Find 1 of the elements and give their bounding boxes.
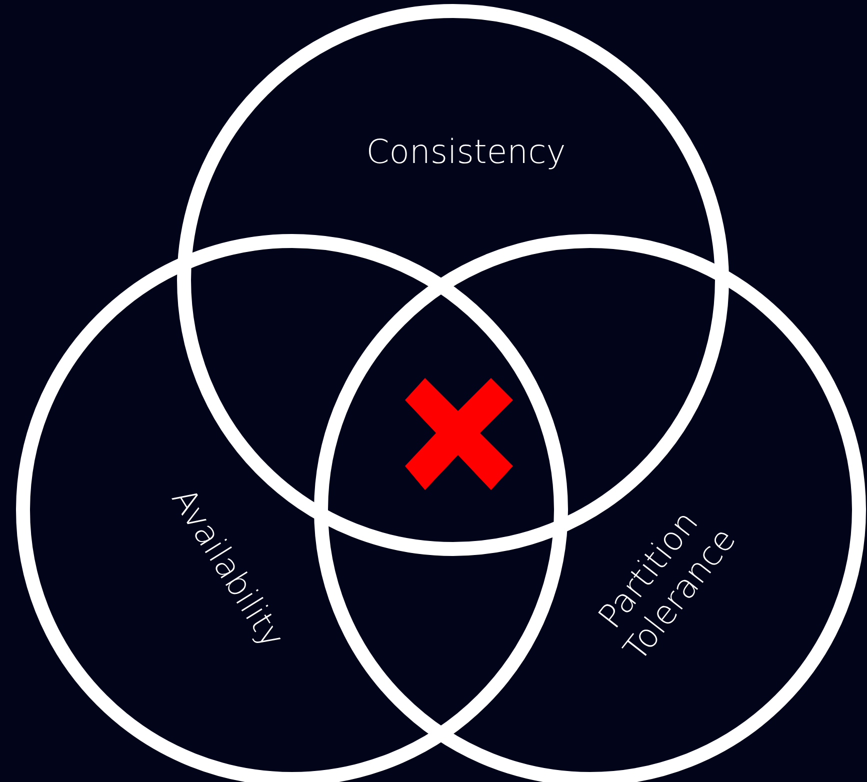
- circle-label: Consistency: [365, 132, 567, 172]
